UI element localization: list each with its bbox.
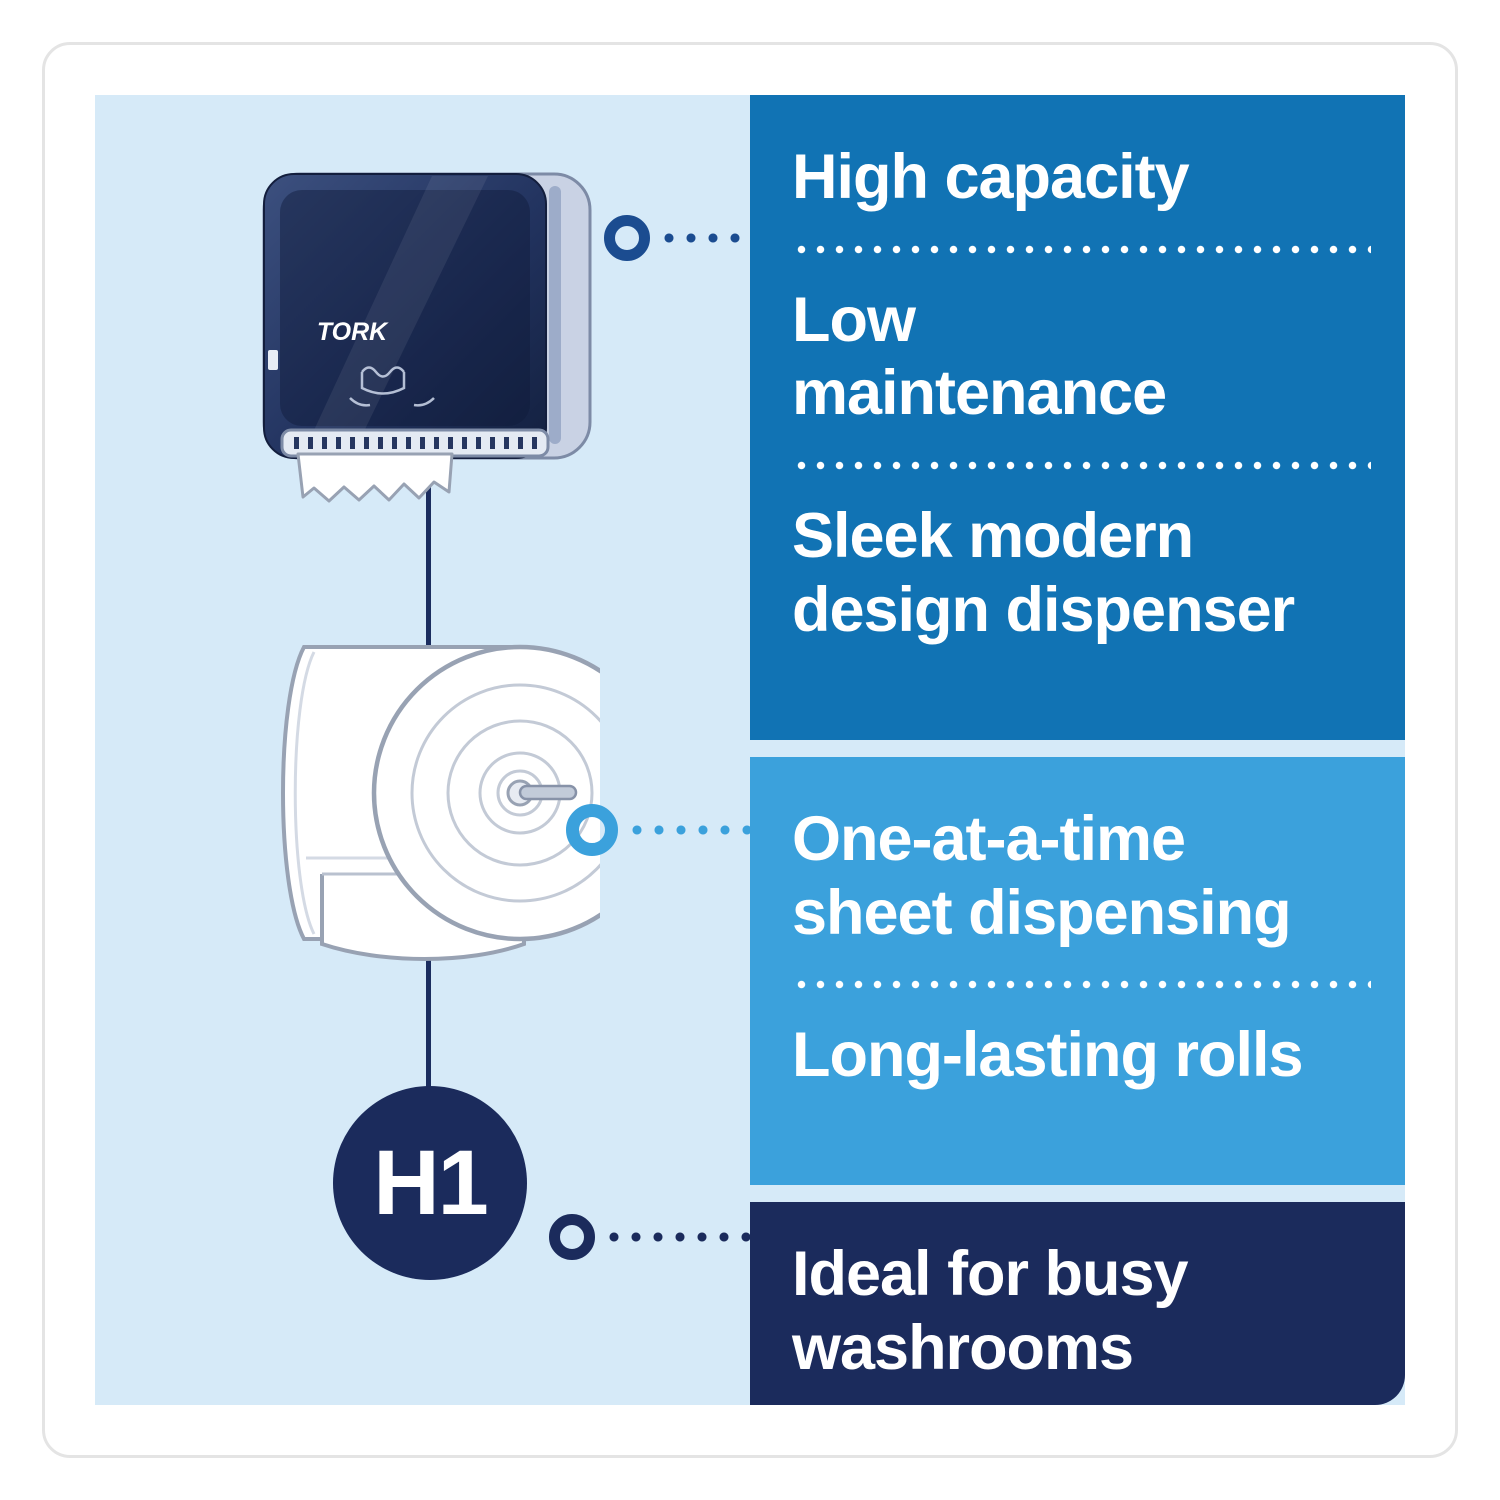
dispenser-illustration: TORK xyxy=(262,172,592,503)
callout-dots-dispenser xyxy=(658,233,750,243)
feature-text: One-at-a-time xyxy=(792,804,1186,874)
dispenser-slot xyxy=(280,428,550,458)
feature-text: maintenance xyxy=(792,358,1167,429)
callout-ring-h1 xyxy=(549,1214,595,1260)
hands-towel-icon xyxy=(349,366,435,407)
feature-item: Ideal for busy washrooms xyxy=(792,1238,1371,1385)
feature-text: Ideal for busy xyxy=(792,1239,1189,1309)
feature-text: Low xyxy=(792,284,916,355)
dotted-divider xyxy=(792,461,1371,471)
dispenser-body: TORK xyxy=(262,172,592,460)
dotted-divider xyxy=(792,980,1371,990)
content-canvas: TORK xyxy=(95,95,1405,1405)
feature-item: One-at-a-time sheet dispensing xyxy=(792,803,1371,950)
hanging-paper-sheet xyxy=(296,452,454,503)
feature-text: design dispenser xyxy=(792,574,1295,645)
feature-panel-top: High capacity Low maintenance Sleek mode… xyxy=(750,95,1405,740)
roll-face xyxy=(371,644,600,942)
callout-ring-roll xyxy=(566,804,618,856)
h1-badge-label: H1 xyxy=(373,1131,489,1234)
feature-text: Sleek modern xyxy=(792,501,1194,572)
callout-dots-roll xyxy=(626,825,750,835)
brand-logo: TORK xyxy=(317,318,389,346)
feature-panel-middle: One-at-a-time sheet dispensing Long-last… xyxy=(750,757,1405,1185)
axle-pin xyxy=(518,784,578,801)
feature-panel-bottom: Ideal for busy washrooms xyxy=(750,1202,1405,1405)
feature-text: washrooms xyxy=(792,1312,1134,1383)
feature-item: Long-lasting rolls xyxy=(792,1019,1371,1093)
callout-ring-dispenser xyxy=(604,215,650,261)
lock-notch xyxy=(268,350,278,370)
feature-item: Sleek modern design dispenser xyxy=(792,500,1371,647)
feature-text: sheet dispensing xyxy=(792,877,1292,948)
feature-text: Long-lasting rolls xyxy=(792,1020,1304,1091)
feature-text: High capacity xyxy=(792,142,1190,212)
dotted-divider xyxy=(792,244,1371,254)
callout-dots-h1 xyxy=(603,1232,750,1242)
feature-item: High capacity xyxy=(792,141,1371,215)
feature-item: Low maintenance xyxy=(792,284,1371,431)
paper-roll-illustration xyxy=(281,644,600,961)
h1-badge: H1 xyxy=(333,1086,527,1280)
